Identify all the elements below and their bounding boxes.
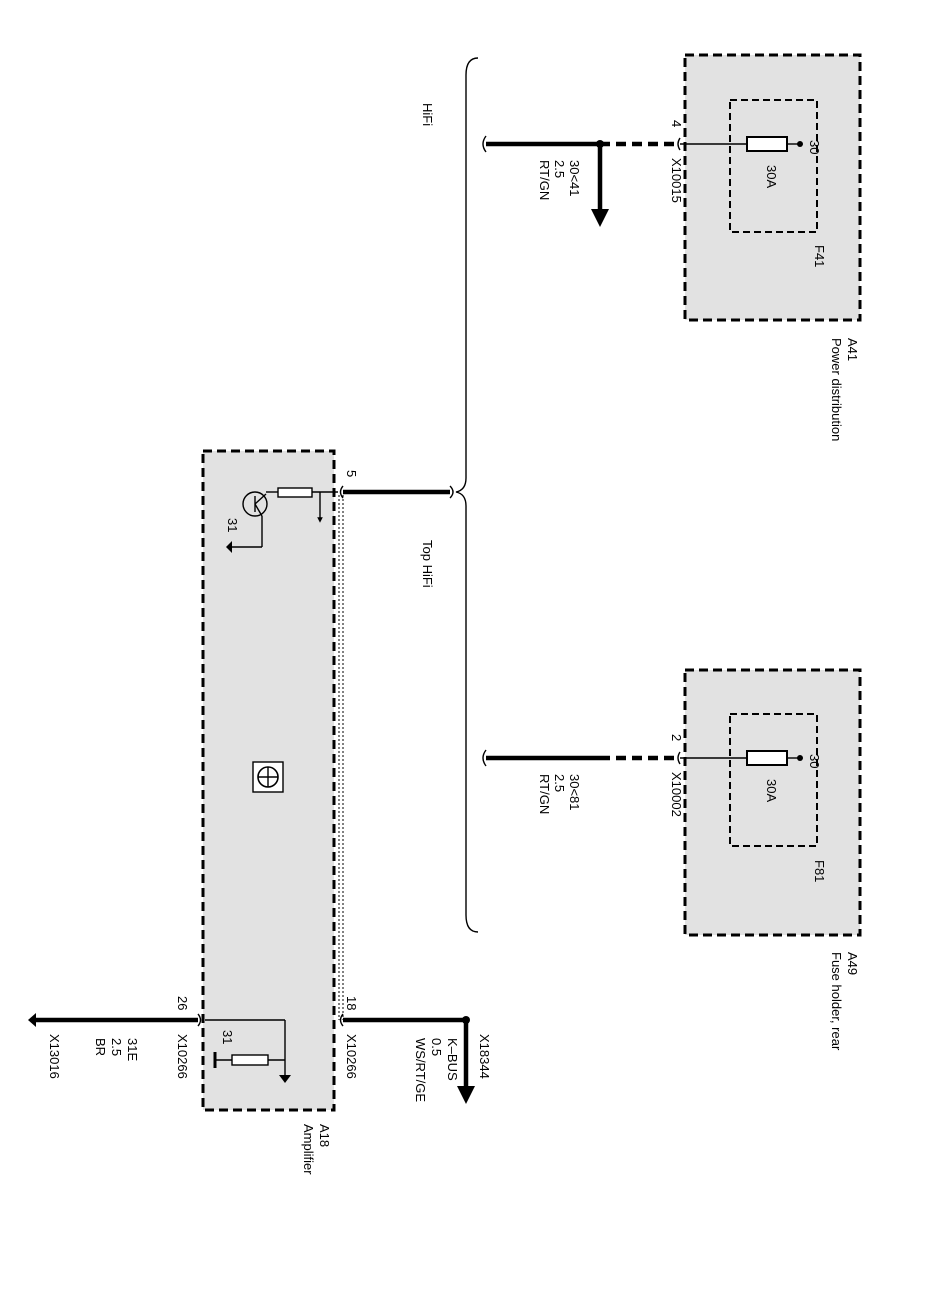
module-a18: 5 31 31 A18 Amplifier — [201, 449, 454, 1175]
x13016-ground-symbol — [28, 1013, 36, 1027]
a49-wire-size: 2.5 — [552, 774, 567, 792]
f81-terminal: 30 — [807, 754, 822, 768]
a18-name: Amplifier — [301, 1124, 316, 1175]
top-hifi-pin: 5 — [344, 470, 359, 477]
a41-wire-color: RT/GN — [537, 160, 552, 200]
f41-rating: 30A — [764, 165, 779, 188]
a18-ground-symbol-2 — [279, 1075, 291, 1083]
a49-wire-circuit: 30<81 — [567, 774, 582, 811]
a18-transistor-icon — [242, 491, 268, 517]
kbus-wire: 18 X10266 X18344 K–BUS 0.5 WS/RT/GE — [339, 996, 492, 1104]
a41-connector-pin: 4 — [669, 120, 684, 127]
variant-brace: HiFi Top HiFi — [420, 57, 479, 933]
a41-wire-circuit: 30<41 — [567, 160, 582, 197]
f81-fuse-icon — [746, 750, 788, 766]
a18-ground-label-1: 31 — [225, 518, 240, 532]
a18-resistor-1 — [277, 487, 313, 498]
f41-terminal-dot — [797, 141, 803, 147]
a41-name: Power distribution — [829, 338, 844, 441]
a49-housing — [683, 668, 862, 937]
kbus-size: 0.5 — [429, 1038, 444, 1056]
f41-terminal: 30 — [807, 140, 822, 154]
gnd-color: BR — [93, 1038, 108, 1056]
f81-terminal-dot — [797, 755, 803, 761]
a41-housing — [683, 53, 862, 322]
a18-ground-label-2: 31 — [220, 1030, 235, 1044]
f81-label: F81 — [812, 860, 827, 882]
a41-wire-size: 2.5 — [552, 160, 567, 178]
gnd-size: 2.5 — [109, 1038, 124, 1056]
gnd-pin: 26 — [175, 996, 190, 1010]
kbus-color: WS/RT/GE — [413, 1038, 428, 1102]
variant-top-hifi: Top HiFi — [420, 540, 435, 588]
a49-wire-color: RT/GN — [537, 774, 552, 814]
a49-connector-pin: 2 — [669, 734, 684, 741]
kbus-connector-id: X10266 — [344, 1034, 359, 1079]
kbus-circuit: K–BUS — [445, 1038, 460, 1081]
a18-resistor-2 — [231, 1054, 269, 1066]
a49-name: Fuse holder, rear — [829, 952, 844, 1051]
f41-fuse-icon — [746, 136, 788, 152]
a41-connector-id: X10015 — [669, 158, 684, 203]
module-a49: 30 30A F81 A49 Fuse holder, rear 2 X1000… — [482, 668, 862, 1051]
a49-connector-id: X10002 — [669, 772, 684, 817]
ground-wire: 26 X10266 31E 2.5 BR X13016 — [28, 996, 202, 1079]
kbus-pin: 18 — [344, 996, 359, 1010]
a18-ground-symbol-1 — [226, 541, 232, 553]
x18344-label: X18344 — [477, 1034, 492, 1079]
x13016-label: X13016 — [47, 1034, 62, 1079]
f41-label: F41 — [812, 245, 827, 267]
a41-id: A41 — [845, 338, 860, 361]
f81-rating: 30A — [764, 779, 779, 802]
module-a41: 30 30A F41 A41 Power distribution 4 X100… — [482, 53, 862, 441]
gnd-circuit: 31E — [125, 1038, 140, 1061]
a49-id: A49 — [845, 952, 860, 975]
variant-hifi: HiFi — [420, 103, 435, 126]
a18-id: A18 — [317, 1124, 332, 1147]
gnd-connector-id: X10266 — [175, 1034, 190, 1079]
